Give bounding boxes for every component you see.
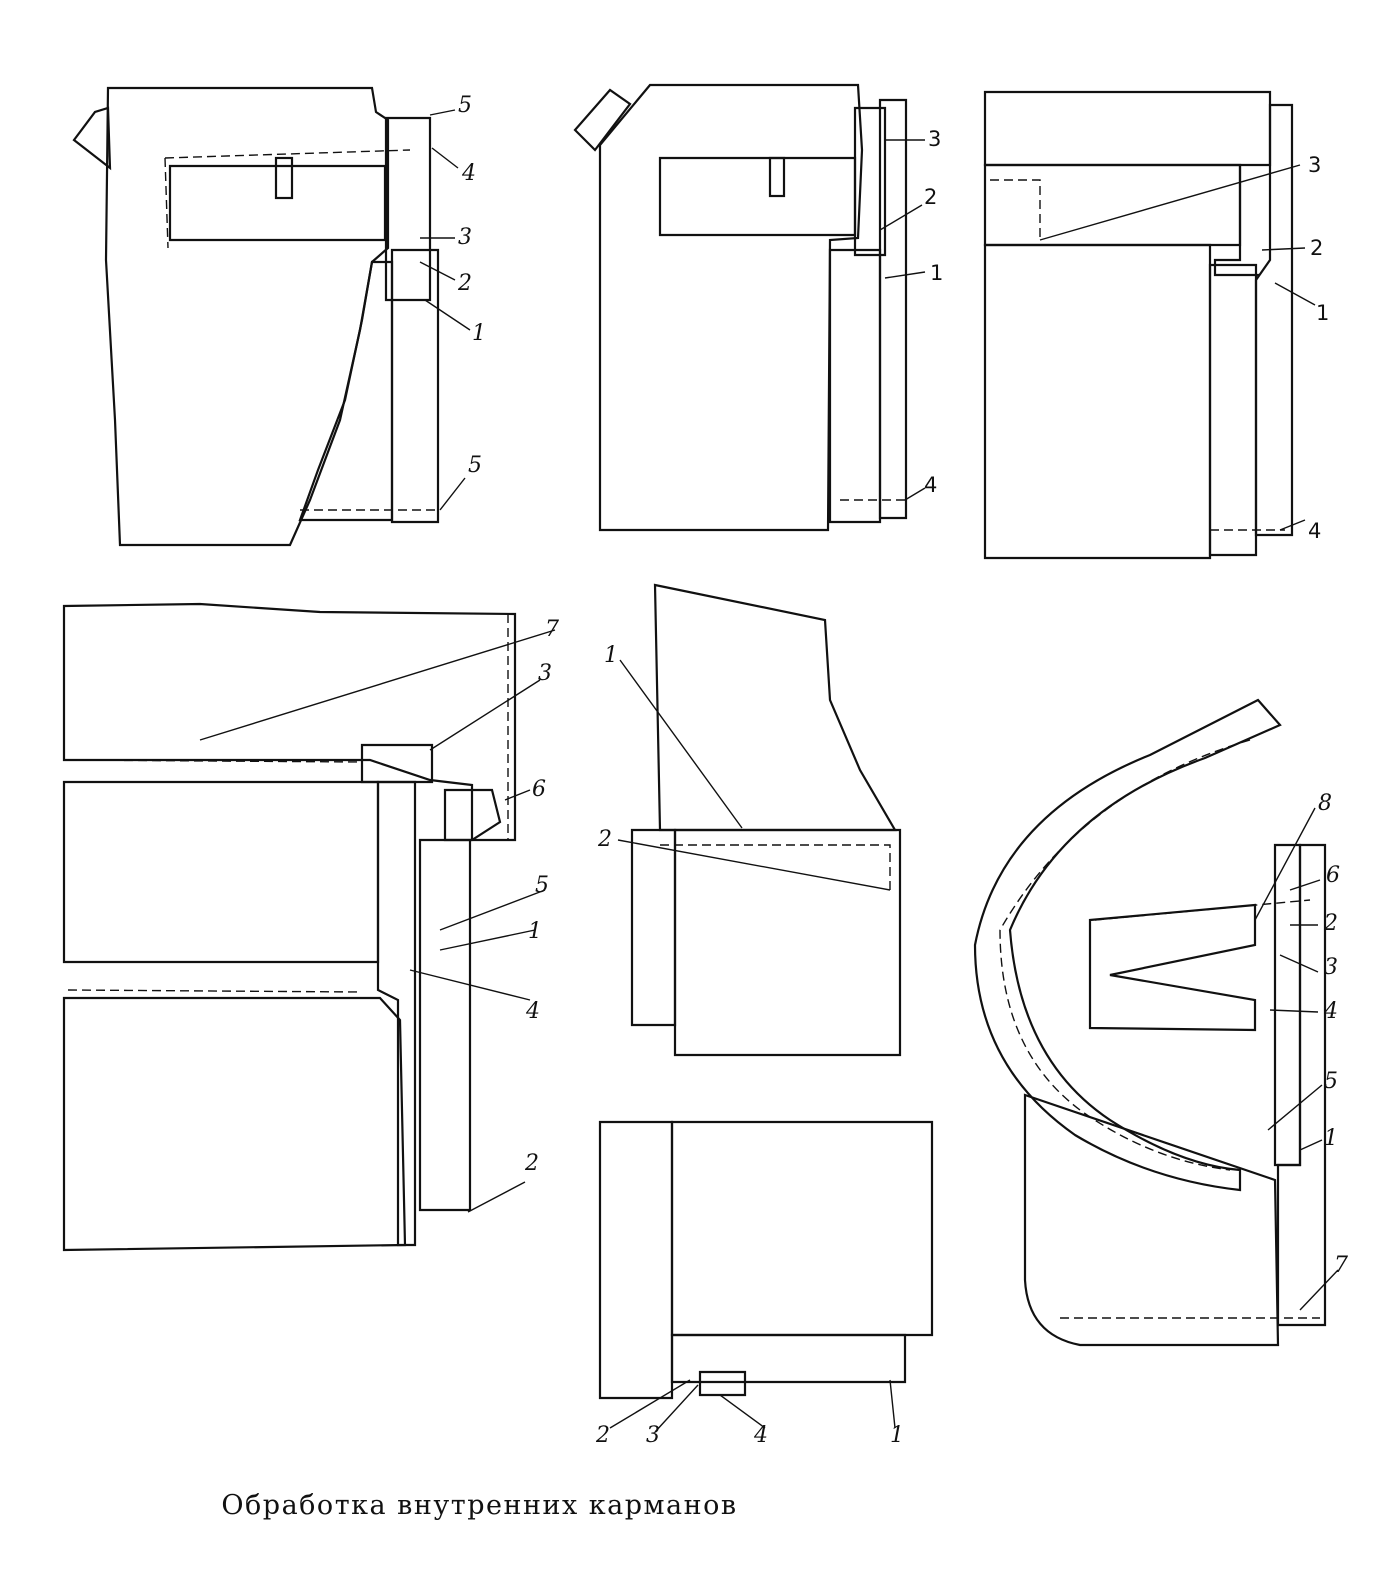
d6-label-1: 1 <box>890 1423 904 1448</box>
d7-label-7: 7 <box>1334 1253 1348 1278</box>
d1-welt <box>384 116 432 302</box>
diagram-7: 8 6 2 3 4 5 1 7 <box>973 698 1348 1347</box>
d1-label-4: 4 <box>461 161 476 186</box>
d3-upper-fabric <box>983 90 1272 167</box>
d2-label-4: 4 <box>924 473 937 497</box>
d1-label-3: 3 <box>458 225 472 250</box>
diagram-6: 2 3 4 1 <box>595 1120 934 1448</box>
d2-edge-tab <box>573 88 632 152</box>
d3-pocket-opening <box>983 163 1242 247</box>
d6-left-fabric <box>598 1120 674 1400</box>
d1-main-fabric <box>104 86 390 547</box>
d5-pocket-bag <box>673 828 902 1057</box>
d7-lower-fabric <box>1023 1093 1280 1347</box>
d4-upper-welt <box>360 743 434 784</box>
diagram-3: 3 2 1 4 <box>983 90 1329 560</box>
d1-lower-panel <box>298 260 394 522</box>
d4-label-7: 7 <box>545 617 559 642</box>
d4-side-panel <box>418 838 472 1212</box>
d4-lower-fabric <box>62 996 407 1252</box>
d5-upper-fabric <box>653 583 897 832</box>
d6-label-4: 4 <box>753 1423 768 1448</box>
diagram-5: 1 2 <box>597 583 902 1057</box>
d4-upper-fabric <box>62 602 517 842</box>
d4-label-3: 3 <box>538 661 552 686</box>
caption-text: Обработка внутренних карманов <box>221 1490 738 1521</box>
d5-label-1: 1 <box>604 643 618 668</box>
d1-label-1: 1 <box>472 321 486 346</box>
d3-label-4: 4 <box>1308 519 1321 543</box>
d4-label-5: 5 <box>535 873 549 898</box>
d4-pocket-opening <box>62 780 380 964</box>
d1-pocket-bag <box>168 164 387 242</box>
d1-edge-tab <box>72 106 112 171</box>
d2-lining <box>878 98 908 520</box>
d5-facing <box>630 828 677 1027</box>
d1-label-5-bottom: 5 <box>468 453 482 478</box>
d4-flap <box>443 788 502 842</box>
d5-label-2: 2 <box>597 827 612 852</box>
d6-facing <box>670 1333 907 1384</box>
d4-label-6: 6 <box>532 777 546 802</box>
d7-curved-bag <box>973 698 1282 1192</box>
d4-facing <box>376 780 417 1247</box>
d3-label-1: 1 <box>1316 301 1329 325</box>
d1-label-2: 2 <box>457 271 472 296</box>
d7-label-1: 1 <box>1324 1126 1338 1151</box>
d7-label-6: 6 <box>1326 863 1340 888</box>
d3-facing <box>1208 263 1258 557</box>
d7-right-panel <box>1276 843 1327 1327</box>
diagram-4: 7 3 6 5 1 4 2 <box>62 602 559 1252</box>
d2-main-fabric <box>598 83 864 532</box>
d7-label-3: 3 <box>1324 955 1338 980</box>
d2-lower-panel <box>828 248 882 524</box>
d2-label-3: 3 <box>928 127 941 151</box>
d1-facing <box>390 248 440 524</box>
d7-label-8: 8 <box>1318 791 1332 816</box>
d3-lining <box>1254 103 1294 537</box>
d4-label-1: 1 <box>528 919 542 944</box>
d2-welt <box>853 106 887 257</box>
figure-caption: Обработка внутренних карманов <box>0 1490 1379 1521</box>
d1-button <box>274 156 294 200</box>
d7-facing <box>1273 843 1302 1167</box>
d3-lower-fabric <box>983 243 1212 560</box>
d2-label-1: 1 <box>930 261 943 285</box>
d2-button <box>768 156 786 198</box>
d7-label-4: 4 <box>1323 999 1338 1024</box>
diagram-2: 3 2 1 4 <box>573 83 943 532</box>
d7-label-5: 5 <box>1324 1069 1338 1094</box>
d6-label-2: 2 <box>595 1423 610 1448</box>
d3-label-3: 3 <box>1308 153 1321 177</box>
d4-label-4: 4 <box>525 999 540 1024</box>
d1-label-5-top: 5 <box>458 93 472 118</box>
d6-welt <box>698 1370 747 1397</box>
d2-pocket-opening <box>658 156 857 237</box>
d6-label-3: 3 <box>646 1423 660 1448</box>
diagram-1: 5 4 3 2 1 5 <box>72 86 486 547</box>
d2-label-2: 2 <box>924 185 937 209</box>
d7-inner-wedge <box>1088 903 1257 1032</box>
d6-main-fabric <box>670 1120 934 1337</box>
d4-label-2: 2 <box>524 1151 539 1176</box>
d7-label-2: 2 <box>1323 911 1338 936</box>
d3-label-2: 2 <box>1310 236 1323 260</box>
